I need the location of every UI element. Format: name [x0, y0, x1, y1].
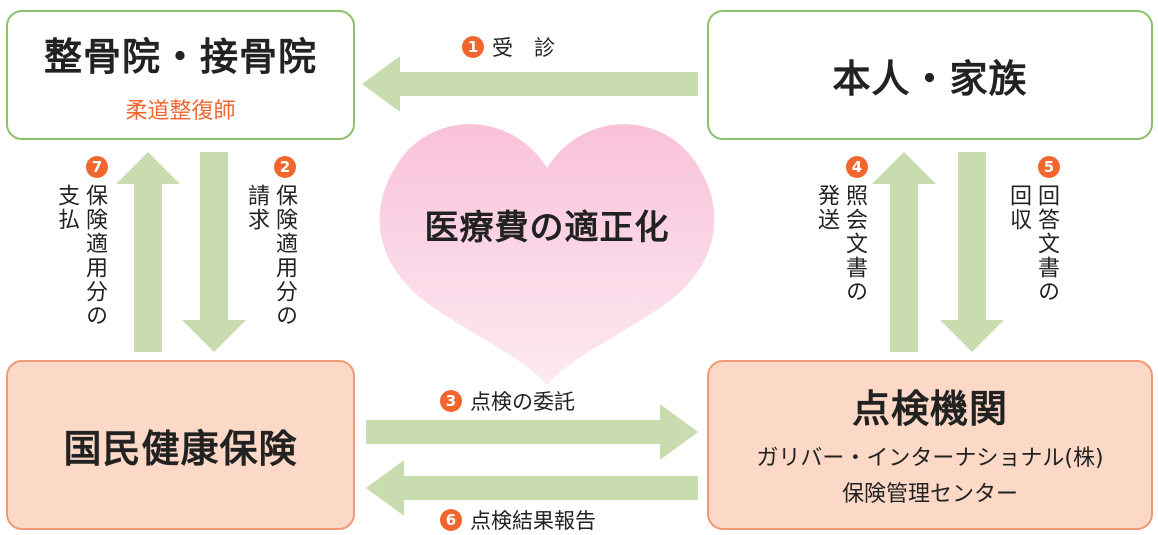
step6-label-group: 6 点検結果報告: [440, 505, 596, 535]
seikotsu-title: 整骨院・接骨院: [43, 34, 317, 79]
arrow-inquiry-send: [872, 152, 936, 352]
arrow-inspection-request: [366, 404, 698, 460]
arrow-consultation: [362, 56, 698, 112]
step4-number-badge: 4: [846, 156, 868, 178]
kikan-line1: ガリバー・インターナショナル(株): [756, 445, 1104, 471]
step2-label: 保険適用分の 請求: [244, 184, 297, 328]
step3-label: 点検の委託: [470, 390, 575, 414]
step3-number-badge: 3: [440, 390, 462, 412]
step2-number-badge: 2: [274, 156, 296, 178]
box-family: 本人・家族: [707, 10, 1153, 140]
kikan-title: 点検機関: [851, 386, 1008, 431]
arrow-claim: [182, 152, 246, 352]
step1-number-badge: 1: [462, 36, 484, 58]
box-seikotsu: 整骨院・接骨院 柔道整復師: [6, 10, 355, 140]
center-heading: 医療費の適正化: [424, 208, 670, 248]
step1-label: 受 診: [492, 36, 555, 60]
step7-number-badge: 7: [86, 156, 108, 178]
family-title: 本人・家族: [832, 56, 1028, 101]
step6-label: 点検結果報告: [470, 509, 596, 533]
step5-label: 回答文書の 回収: [1006, 184, 1059, 304]
arrow-inspection-report: [366, 460, 698, 516]
step6-number-badge: 6: [440, 509, 462, 531]
kokuho-title: 国民健康保険: [63, 426, 298, 471]
step5-number-badge: 5: [1038, 156, 1060, 178]
kikan-line2: 保険管理センター: [841, 481, 1018, 507]
arrow-reply-collect: [940, 152, 1004, 352]
step7-label: 保険適用分の 支払: [54, 184, 107, 328]
arrow-payment: [116, 152, 180, 352]
box-kikan: 点検機関 ガリバー・インターナショナル(株) 保険管理センター: [707, 360, 1153, 530]
step3-label-group: 3 点検の委託: [440, 386, 575, 416]
step4-label: 照会文書の 発送: [814, 184, 867, 304]
box-kokuho: 国民健康保険: [6, 360, 355, 530]
step1-label-group: 1 受 診: [462, 32, 555, 62]
seikotsu-subtitle: 柔道整復師: [125, 98, 236, 124]
